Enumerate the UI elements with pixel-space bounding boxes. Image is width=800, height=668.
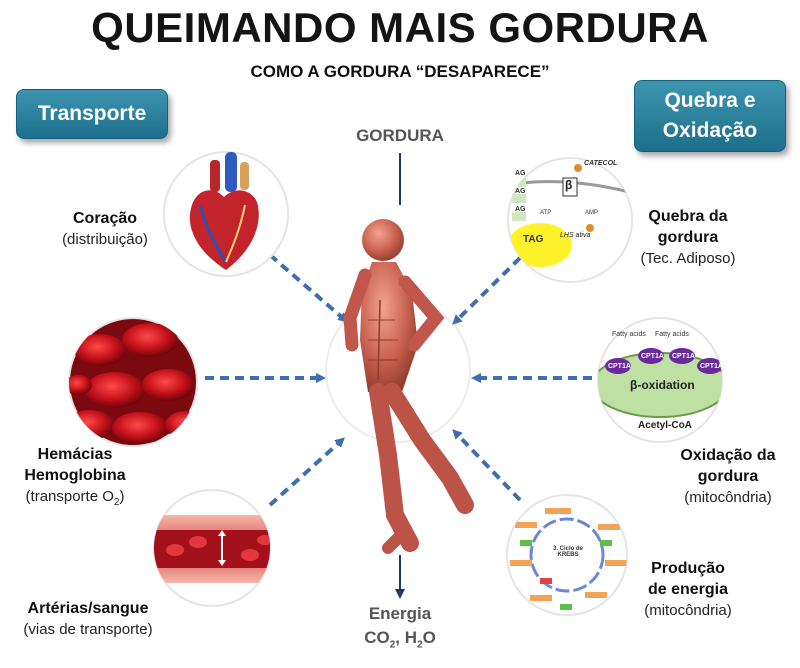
arrow-arterias [268, 437, 345, 507]
beta-label: β [565, 178, 573, 192]
coracao-desc: (distribuição) [62, 231, 148, 248]
artery-icon [154, 515, 270, 583]
quebra-title-1: Quebra da [648, 208, 728, 225]
page-title: QUEIMANDO MAIS GORDURA [91, 4, 709, 51]
h2o-sub: 2 [417, 639, 423, 651]
h2o-text-a: H [404, 628, 417, 647]
energia-line2: CO2, H2O [364, 628, 436, 651]
beta-oxidation-label: β-oxidation [630, 378, 695, 392]
arterias-label: Artérias/sangue (vias de transporte) [8, 598, 168, 640]
transporte-tag: Transporte [16, 89, 168, 139]
rbc-circle [68, 317, 198, 447]
producao-title-2: de energia [647, 581, 729, 598]
ag-label-1: AG [515, 170, 526, 177]
arterias-desc: (vias de transporte) [23, 621, 153, 638]
arterias-title: Artérias/sangue [27, 600, 149, 617]
oxidacao-desc: (mitocôndria) [684, 489, 772, 506]
energia-line1: Energia [368, 604, 432, 623]
tag-label: TAG [523, 234, 544, 245]
oxidacao-label: Oxidação da gordura (mitocôndria) [668, 445, 788, 508]
krebs-center-label: 3. Ciclo de KREBS [552, 546, 583, 558]
hemacias-desc-sub: 2 [113, 497, 120, 508]
quebra-tag-line1: Quebra e [664, 89, 756, 112]
hemacias-title-1: Hemácias [37, 446, 113, 463]
cpt-label-2: CPT1A [641, 353, 664, 360]
cpt-label-3: CPT1A [672, 353, 695, 360]
coracao-label: Coração (distribuição) [40, 208, 170, 250]
quebra-label: Quebra da gordura (Tec. Adiposo) [626, 206, 750, 269]
acetyl-coa-label: Acetyl-CoA [638, 420, 692, 431]
producao-title-1: Produção [651, 560, 725, 577]
mitochondria-icon [598, 348, 722, 418]
oxidacao-title-2: gordura [697, 468, 759, 485]
ag-label-2: AG [515, 188, 526, 195]
gordura-label: GORDURA [356, 126, 444, 145]
producao-desc: (mitocôndria) [644, 602, 732, 619]
oxidation-circle [597, 317, 723, 443]
h2o-text-b: O [422, 628, 436, 647]
ag-label-3: AG [515, 206, 526, 213]
quebra-title-2: gordura [657, 229, 719, 246]
cpt-label-4: CPT1A [700, 363, 723, 370]
heart-circle [163, 151, 289, 277]
co2-text: CO [364, 628, 390, 647]
quebra-oxidacao-tag: Quebra e Oxidação [634, 80, 786, 152]
catecol-label: CATECOL [584, 160, 618, 167]
page-subtitle: COMO A GORDURA “DESAPARECE” [250, 62, 550, 81]
fatty-acids-label-1: Fatty acids [612, 331, 646, 338]
arrow-coracao [268, 253, 349, 323]
oxidacao-title-1: Oxidação da [680, 447, 776, 464]
co2-sub: 2 [389, 639, 396, 651]
lhs-label: LHS ativa [560, 232, 591, 239]
hemacias-label: Hemácias Hemoglobina (transporte O2) [0, 444, 150, 513]
lipolysis-circle [507, 157, 633, 283]
artery-circle [153, 489, 271, 607]
producao-label: Produção de energia (mitocôndria) [628, 558, 748, 621]
hemacias-desc: (transporte O2) [0, 486, 150, 513]
quebra-desc: (Tec. Adiposo) [640, 250, 736, 267]
amp-label: AMP [585, 210, 599, 216]
arrow-producao [452, 429, 522, 502]
krebs-circle [506, 494, 628, 616]
coracao-title: Coração [72, 210, 138, 227]
hemacias-title-2: Hemoglobina [24, 467, 126, 484]
fatty-acids-label-2: Fatty acids [655, 331, 689, 338]
runner-figure [343, 219, 474, 554]
atp-label: ATP [540, 210, 552, 216]
energia-label: Energia CO2, H2O [330, 602, 470, 657]
arrow-quebra [452, 256, 522, 325]
heart-icon [189, 152, 259, 270]
hemacias-desc-a: (transporte O [25, 488, 114, 505]
hemacias-desc-b: ) [119, 488, 125, 505]
krebs-cycle-icon [510, 508, 627, 610]
cpt-label-1: CPT1A [608, 363, 631, 370]
quebra-tag-line2: Oxidação [662, 119, 758, 142]
